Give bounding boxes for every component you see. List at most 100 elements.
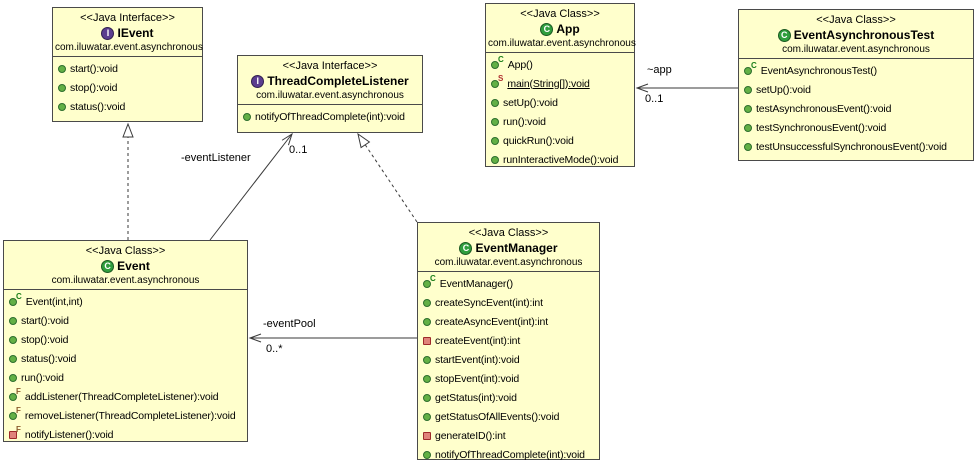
method-row[interactable]: start():void (4, 311, 247, 330)
association-multiplicity-label: 0..1 (645, 93, 664, 105)
method-row[interactable]: status():void (4, 349, 247, 368)
public-method-icon (9, 392, 17, 401)
public-method-icon (491, 98, 499, 107)
method-label: stop():void (21, 333, 69, 346)
method-label: quickRun():void (503, 134, 574, 147)
public-method-icon (9, 335, 17, 344)
package-name: com.iluwatar.event.asynchronous (434, 257, 583, 268)
public-method-icon (491, 136, 499, 145)
method-row[interactable]: notifyOfThreadComplete(int):void (418, 445, 599, 462)
method-label: status():void (21, 352, 77, 365)
method-row[interactable]: testAsynchronousEvent():void (739, 99, 973, 118)
method-label: testAsynchronousEvent():void (756, 102, 892, 115)
method-label: removeListener(ThreadCompleteListener):v… (24, 409, 236, 422)
method-label: notifyListener():void (24, 428, 114, 441)
class-name: Event (117, 259, 150, 273)
method-label: EventAsynchronousTest() (760, 64, 877, 77)
method-row[interactable]: createSyncEvent(int):int (418, 293, 599, 312)
method-row[interactable]: quickRun():void (486, 131, 634, 150)
method-row[interactable]: run():void (486, 112, 634, 131)
class-box-threadcompletelistener[interactable]: <<Java Interface>> I ThreadCompleteListe… (237, 55, 423, 133)
method-row[interactable]: notifyOfThreadComplete(int):void (238, 107, 422, 126)
method-label: getStatus(int):void (435, 391, 517, 404)
method-label: notifyOfThreadComplete(int):void (435, 448, 585, 461)
public-method-icon (491, 79, 499, 88)
method-label: stop():void (70, 81, 118, 94)
method-row[interactable]: setUp():void (739, 80, 973, 99)
method-row[interactable]: stop():void (53, 78, 202, 97)
class-box-ievent[interactable]: <<Java Interface>> I IEvent com.iluwatar… (52, 7, 203, 122)
public-method-icon (423, 393, 431, 402)
interface-icon: I (251, 74, 265, 88)
method-label: EventManager() (439, 277, 513, 290)
public-method-icon (423, 317, 431, 326)
class-header: <<Java Class>> C App com.iluwatar.event.… (486, 4, 636, 53)
method-row[interactable]: start():void (53, 59, 202, 78)
method-label: createAsyncEvent(int):int (435, 315, 548, 328)
package-name: com.iluwatar.event.asynchronous (782, 44, 930, 55)
public-method-icon (744, 104, 752, 113)
modifier-badge-C: C (16, 292, 22, 301)
class-icon: C (777, 28, 791, 42)
method-label: start():void (21, 314, 69, 327)
class-header: <<Java Class>> C EventAsynchronousTest c… (739, 10, 973, 59)
public-method-icon (744, 66, 752, 75)
method-row[interactable]: status():void (53, 97, 202, 116)
method-row[interactable]: runInteractiveMode():void (486, 150, 634, 169)
association-event-to-threadcompletelistener (209, 132, 293, 241)
public-method-icon (9, 316, 17, 325)
public-method-icon (58, 102, 66, 111)
public-method-icon (58, 83, 66, 92)
association-role-label: ~app (647, 64, 672, 76)
method-row[interactable]: getStatusOfAllEvents():void (418, 407, 599, 426)
method-label: testUnsuccessfulSynchronousEvent():void (756, 140, 947, 153)
realization-eventmanager-implements-threadcompletelistener (357, 132, 418, 223)
class-name: IEvent (117, 26, 154, 40)
method-row[interactable]: testUnsuccessfulSynchronousEvent():void (739, 137, 973, 156)
class-box-eventasynchronoustest[interactable]: <<Java Class>> C EventAsynchronousTest c… (738, 9, 974, 161)
public-method-icon (243, 112, 251, 121)
class-icon: C (101, 259, 115, 273)
method-row[interactable]: createEvent(int):int (418, 331, 599, 350)
method-row[interactable]: getStatus(int):void (418, 388, 599, 407)
method-label: startEvent(int):void (435, 353, 520, 366)
class-box-event[interactable]: <<Java Class>> C Event com.iluwatar.even… (3, 240, 248, 442)
method-row[interactable]: startEvent(int):void (418, 350, 599, 369)
public-method-icon (744, 85, 752, 94)
method-label: setUp():void (503, 96, 558, 109)
method-label: status():void (70, 100, 126, 113)
public-method-icon (423, 450, 431, 459)
method-row[interactable]: stopEvent(int):void (418, 369, 599, 388)
class-box-eventmanager[interactable]: <<Java Class>> C EventManager com.iluwat… (417, 222, 600, 462)
public-method-icon (744, 123, 752, 132)
modifier-badge-C: C (430, 274, 436, 283)
class-header: <<Java Class>> C Event com.iluwatar.even… (4, 241, 247, 290)
method-row[interactable]: generateID():int (418, 426, 599, 445)
method-row[interactable]: stop():void (4, 330, 247, 349)
modifier-badge-C: C (498, 55, 504, 64)
class-box-app[interactable]: <<Java Class>> C App com.iluwatar.event.… (485, 3, 636, 169)
method-row[interactable]: createAsyncEvent(int):int (418, 312, 599, 331)
public-method-icon (491, 117, 499, 126)
package-name: com.iluwatar.event.asynchronous (55, 42, 203, 53)
method-row[interactable]: testSynchronousEvent():void (739, 118, 973, 137)
method-label: main(String[]):void (507, 77, 590, 90)
public-method-icon (9, 373, 17, 382)
method-row[interactable]: run():void (4, 368, 247, 387)
stereotype-label: <<Java Class>> (468, 227, 549, 239)
method-row[interactable]: setUp():void (486, 93, 634, 112)
method-label: notifyOfThreadComplete(int):void (255, 110, 405, 123)
